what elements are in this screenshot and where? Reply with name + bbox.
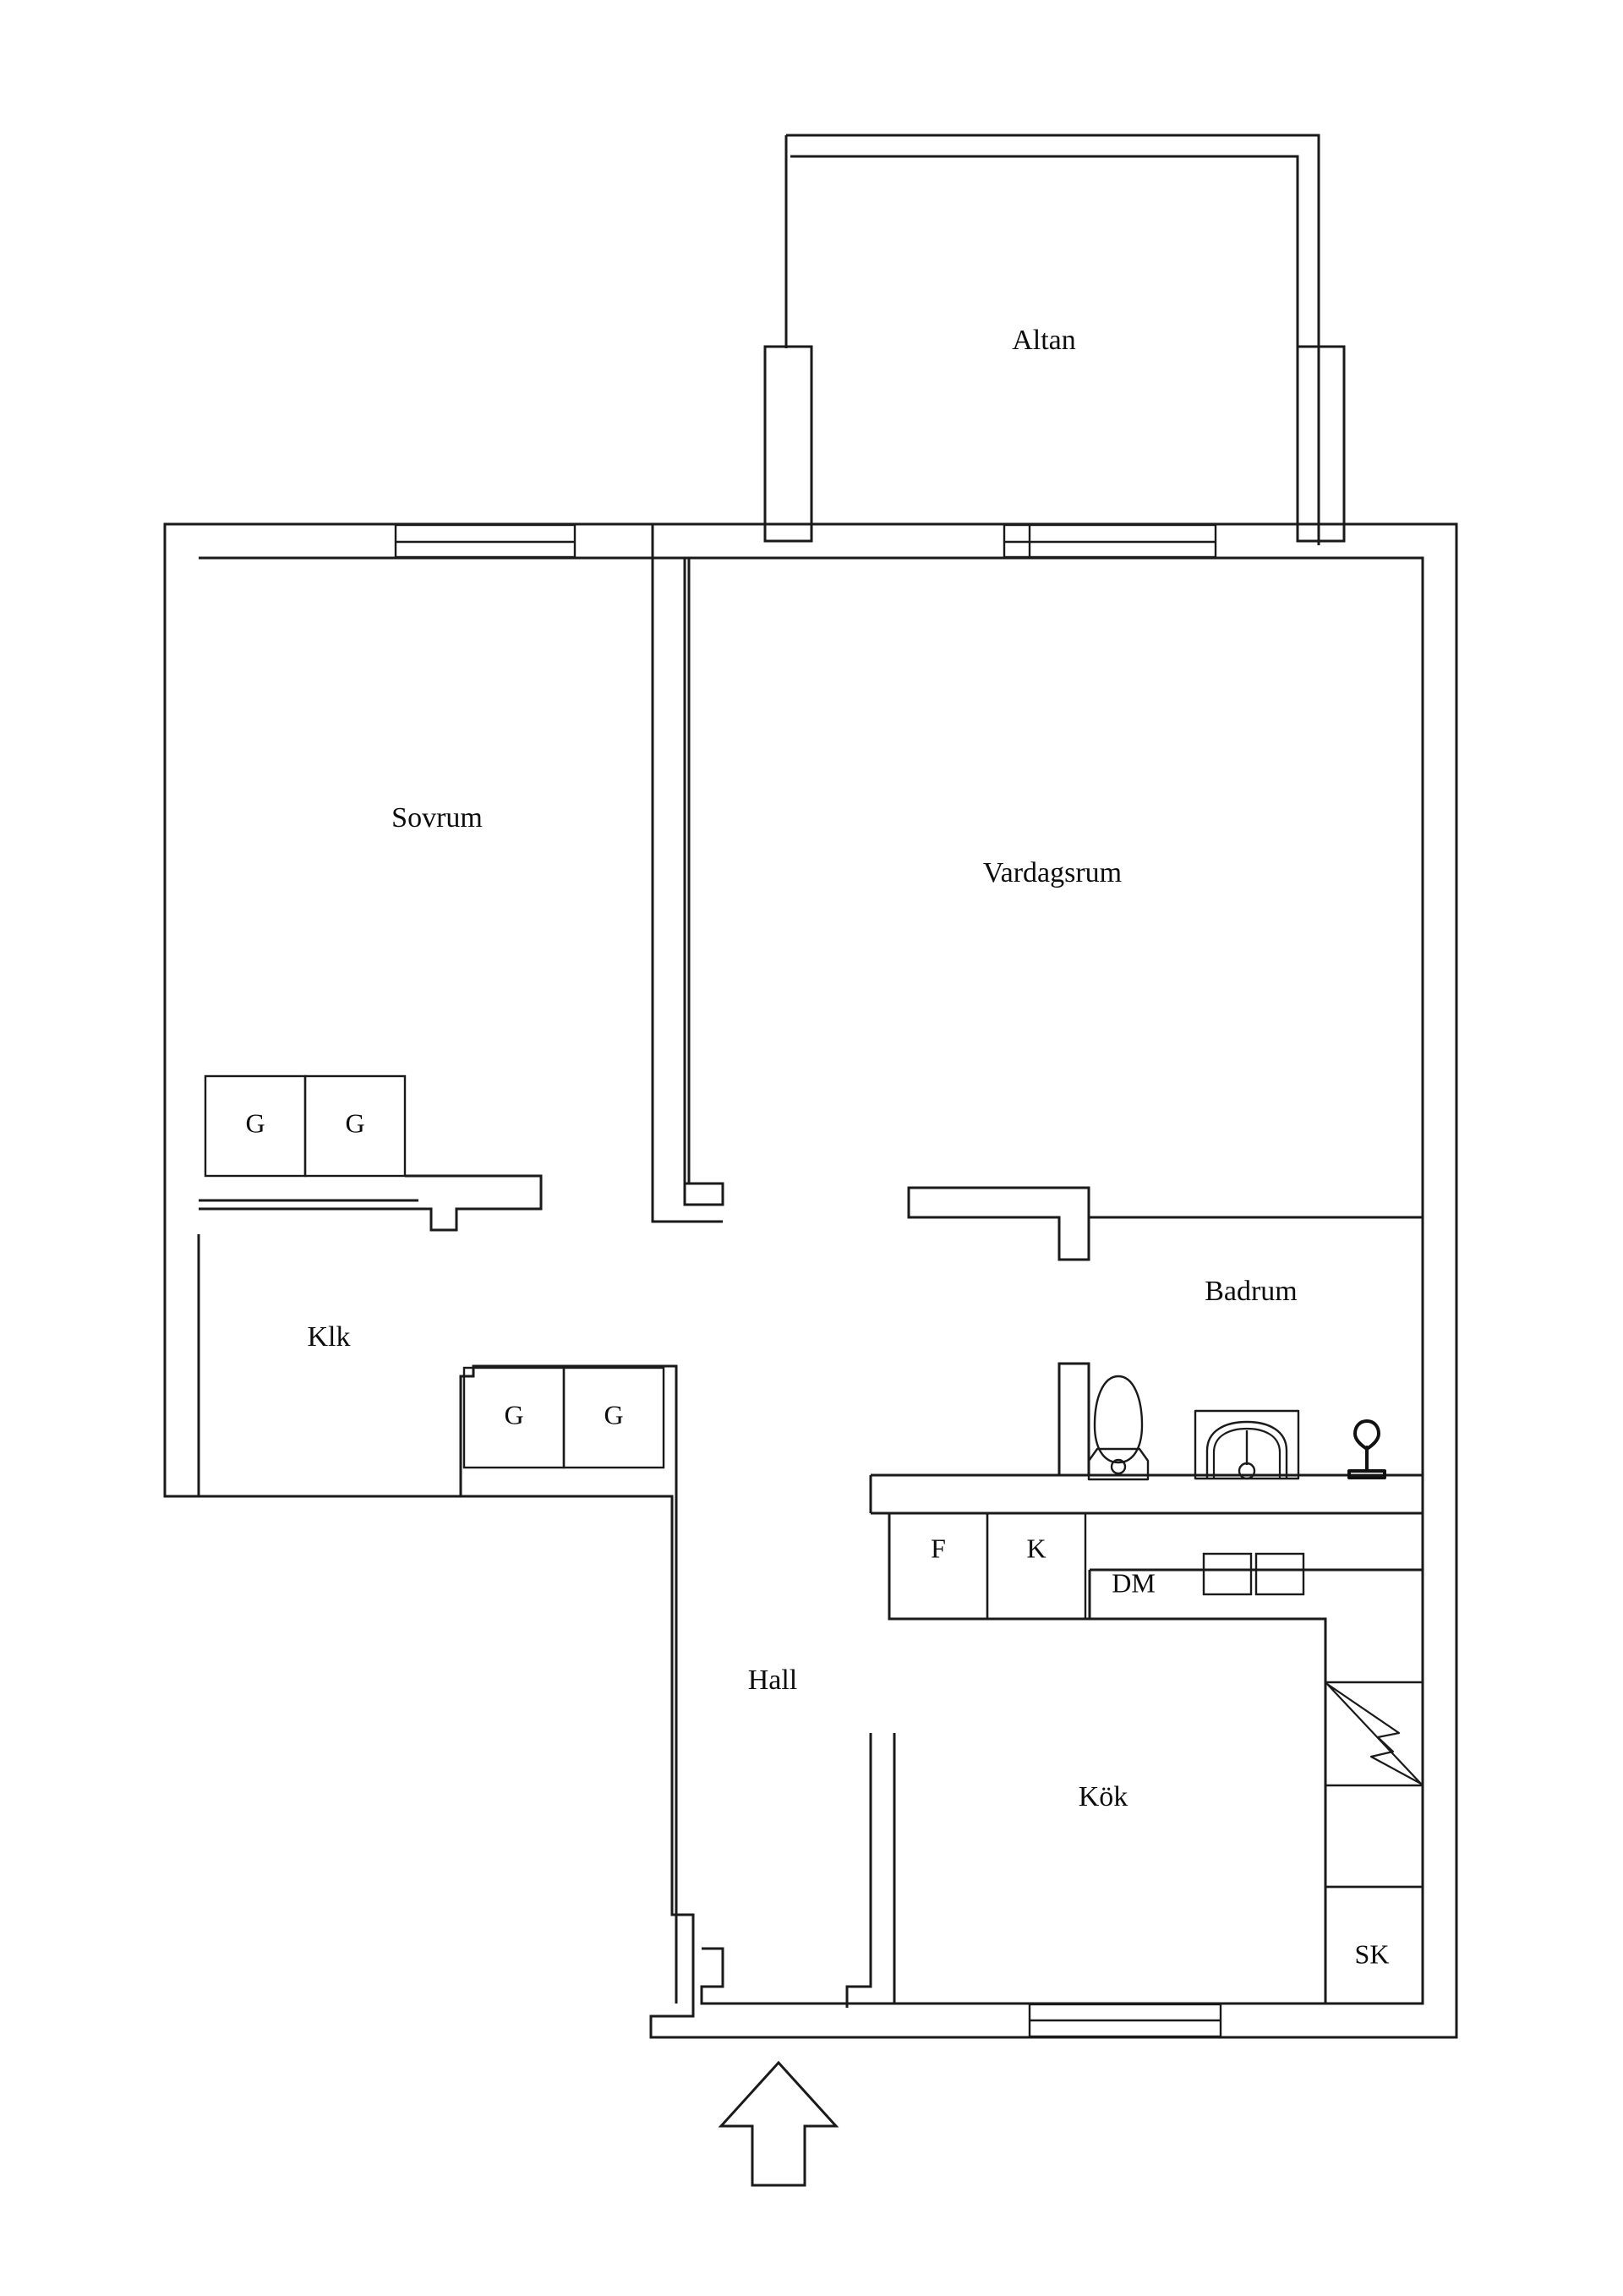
toilet-bowl	[1093, 1375, 1144, 1464]
toilet-fixture	[1087, 1375, 1150, 1481]
garderob-sovrum-2-label: G	[345, 1107, 364, 1138]
washbasin-bowl-outer	[1205, 1420, 1288, 1479]
klk-region: Klk	[197, 1234, 678, 1498]
window-kitchen	[1028, 2003, 1222, 2038]
sovrum-right-partition-outer	[651, 524, 723, 1223]
room-label-kok: Kök	[1079, 1781, 1128, 1812]
appliance-frys-box	[888, 1512, 989, 1621]
sovrum-right-partition	[683, 558, 724, 1206]
room-label-badrum: Badrum	[1205, 1276, 1298, 1307]
stadskap-box	[1324, 1885, 1424, 2005]
altan-outer-rail	[786, 134, 1320, 545]
shower-head	[1353, 1419, 1380, 1451]
washbasin-fixture	[1194, 1409, 1300, 1480]
sovrum-klk-divider-shelf	[199, 1174, 543, 1232]
appliance-diskmaskin-label: DM	[1112, 1567, 1156, 1598]
sovrum-region: Sovrum	[199, 524, 724, 1223]
kok-counter-front-right	[1090, 1617, 1327, 2004]
shower-tap-fixture	[1347, 1419, 1386, 1479]
appliance-frys-label: F	[931, 1533, 946, 1563]
appliance-kyl-box	[986, 1512, 1087, 1621]
room-label-vardagsrum: Vardagsrum	[983, 857, 1122, 888]
room-label-hall: Hall	[748, 1665, 798, 1696]
garderob-group-sovrum: G G	[204, 1074, 407, 1178]
shower-base	[1347, 1469, 1386, 1479]
toilet-flush-button	[1110, 1458, 1127, 1475]
washbasin-bowl-inner	[1212, 1427, 1281, 1479]
badrum-left-wall	[1057, 1362, 1090, 1477]
outer-wall	[163, 522, 1458, 2039]
toilet-cistern	[1087, 1447, 1150, 1481]
altan-right-pier	[1296, 345, 1346, 543]
room-label-sovrum: Sovrum	[391, 802, 483, 834]
kok-region: F K DM SK Kök	[845, 1512, 1424, 2008]
garderob-klk-1-label: G	[504, 1399, 523, 1430]
kok-right-cabinets: SK	[1324, 1681, 1424, 2005]
garderob-klk-2-box	[562, 1366, 665, 1469]
garderob-klk-2-label: G	[604, 1399, 623, 1430]
kitchen-sink-basin-2	[1254, 1552, 1305, 1596]
hall-region: Hall	[675, 1366, 798, 2004]
kitchen-sink-basin-1	[1202, 1552, 1253, 1596]
altan-inner-rail	[790, 155, 1299, 355]
vardagsrum-region: Vardagsrum	[687, 558, 1423, 1261]
window-bedroom	[394, 523, 577, 559]
klk-boundary	[197, 1234, 678, 1498]
garderob-group-klk: G G	[462, 1366, 665, 1469]
entrance-arrow	[718, 2060, 839, 2187]
garderob-sovrum-2-box	[303, 1074, 407, 1178]
washbasin-drain	[1238, 1462, 1256, 1480]
vardagsrum-bottom-wall	[907, 1186, 1090, 1261]
kok-left-partition	[845, 1733, 872, 2008]
stove-hob	[1325, 1682, 1423, 1785]
altan-region: Altan	[763, 134, 1346, 545]
badrum-region: Badrum	[869, 1276, 1423, 1513]
badrum-fixtures	[1087, 1375, 1386, 1481]
room-label-altan: Altan	[1012, 325, 1076, 356]
appliance-kyl-label: K	[1026, 1533, 1046, 1563]
entrance-arrow-shape	[718, 2060, 839, 2187]
inner-wall-face	[199, 556, 1424, 2005]
altan-left-pier	[763, 345, 813, 543]
window-livingroom	[1003, 523, 1217, 559]
kok-counter-front	[888, 1513, 1090, 1621]
room-label-klk: Klk	[308, 1321, 351, 1353]
building-envelope	[163, 522, 1458, 2039]
stadskap-label: SK	[1355, 1938, 1390, 1969]
kitchen-sink	[1202, 1552, 1305, 1596]
garderob-sovrum-1-label: G	[245, 1107, 265, 1138]
